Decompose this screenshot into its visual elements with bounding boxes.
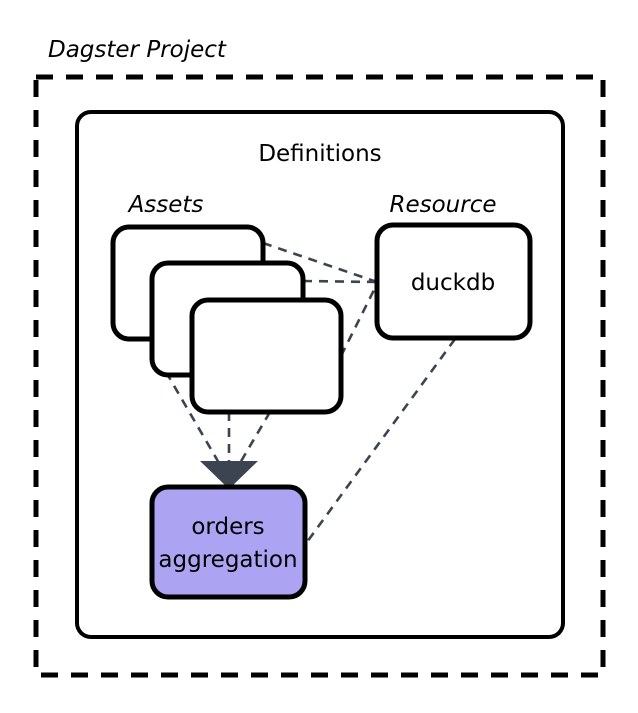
edge-asset-front-right-to-orders	[238, 411, 272, 464]
edge-asset-front-to-duckdb	[339, 283, 379, 357]
orders-aggregation-label-line1: orders	[191, 514, 264, 540]
assets-group-label: Assets	[127, 192, 204, 218]
edge-asset-middle-to-duckdb	[302, 279, 378, 284]
resource-group-label: Resource	[389, 192, 496, 218]
dagster-project-title: Dagster Project	[48, 37, 227, 63]
orders-aggregation-node[interactable]	[149, 484, 308, 600]
asset-stack-box-front[interactable]	[189, 297, 344, 415]
edge-asset-back-to-duckdb	[262, 241, 378, 284]
orders-aggregation-label-line2: aggregation	[158, 547, 297, 573]
orders-aggregation-arrowhead	[200, 461, 258, 489]
edge-asset-middle-to-orders	[164, 371, 221, 464]
definitions-title: Definitions	[258, 141, 381, 167]
duckdb-node-label: duckdb	[411, 270, 495, 296]
duckdb-resource-node[interactable]	[374, 222, 533, 341]
edge-duckdb-to-orders	[305, 338, 457, 543]
